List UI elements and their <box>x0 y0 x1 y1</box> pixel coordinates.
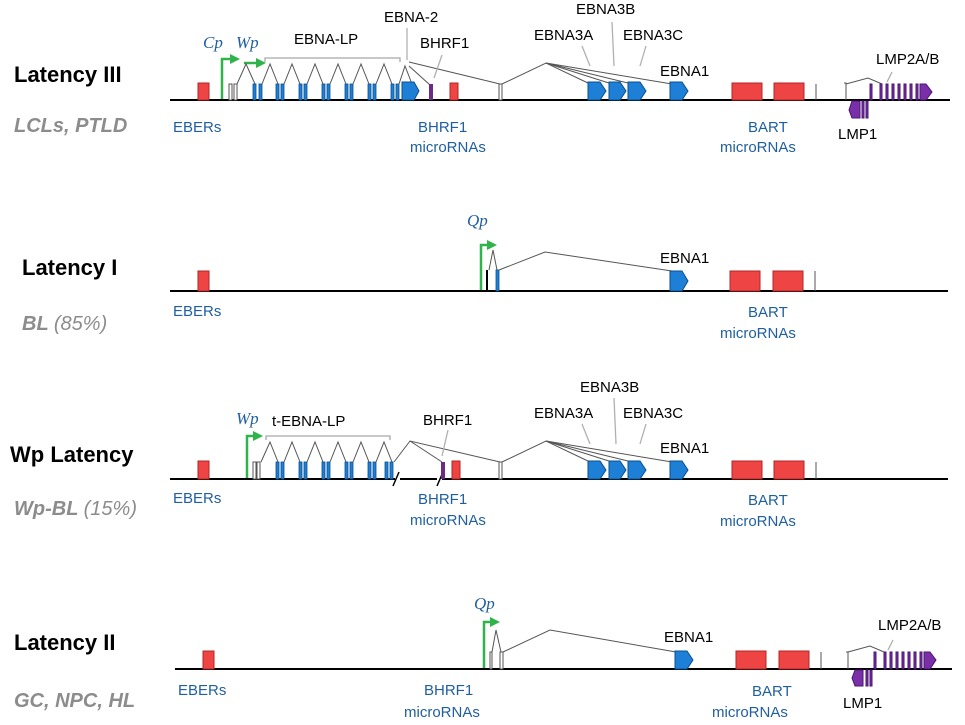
ebna2-label: EBNA-2 <box>384 9 438 26</box>
panel-title: Latency II <box>14 630 115 655</box>
cp-promoter-label: Cp <box>203 33 223 52</box>
lmp2-gene <box>923 651 937 670</box>
panel-latency-i: Latency I BL (85%) EBERs Qp EBNA1 BART m… <box>22 211 948 342</box>
exon <box>233 83 238 101</box>
ebna3a-label: EBNA3A <box>534 405 593 422</box>
ebers-gene <box>197 460 210 480</box>
ebna1-gene <box>669 460 689 480</box>
bart-label-1: BART <box>752 683 792 700</box>
bart-gene <box>731 82 763 101</box>
t-ebna-lp-label: t-EBNA-LP <box>272 413 345 430</box>
ebna3c-gene <box>627 460 647 480</box>
bart-label-2: microRNAs <box>720 325 796 342</box>
bart-gene <box>735 650 767 670</box>
lmp2-label: LMP2A/B <box>876 51 939 68</box>
ebna1-gene <box>674 650 694 670</box>
panel-subtitle: LCLs, PTLD <box>14 115 127 137</box>
ebna1-gene <box>669 81 689 101</box>
ebna1-label: EBNA1 <box>660 440 709 457</box>
bhrf1-mirna-label-1: BHRF1 <box>418 119 467 136</box>
bart-label-2: microRNAs <box>720 139 796 156</box>
ebna2-gene <box>401 81 420 101</box>
bart-label-2: microRNAs <box>720 513 796 530</box>
ebna3a-gene <box>587 460 607 480</box>
ebers-gene <box>197 82 210 101</box>
ebna3b-gene <box>608 81 627 101</box>
panel-latency-ii: Latency II GC, NPC, HL EBERs Qp EBNA1 BH… <box>14 594 952 721</box>
lmp1-gene <box>848 100 861 119</box>
lmp1-gene <box>851 669 864 687</box>
ebna1-label: EBNA1 <box>664 629 713 646</box>
panel-wp-latency: Wp Latency Wp-BL (15%) EBERs Wp <box>10 379 948 530</box>
bhrf1-label: BHRF1 <box>423 412 472 429</box>
ebna3c-gene <box>627 81 647 101</box>
panel-title: Latency III <box>14 62 122 87</box>
ebers-gene <box>202 650 215 670</box>
bart-gene <box>773 460 805 480</box>
ebna3c-label: EBNA3C <box>623 405 683 422</box>
bart-label-1: BART <box>748 304 788 321</box>
panel-subtitle: Wp-BL (15%) <box>14 498 137 520</box>
wp-promoter-label: Wp <box>236 33 259 52</box>
cp-promoter-arrow <box>220 54 240 99</box>
bhrf1-mirna-label-1: BHRF1 <box>418 491 467 508</box>
bhrf1-gene <box>441 462 445 479</box>
qp-promoter-arrow <box>482 617 500 668</box>
ebna-lp-label: EBNA-LP <box>294 31 358 48</box>
bart-gene <box>731 460 763 480</box>
bhrf1-mirna-label-2: microRNAs <box>410 512 486 529</box>
ebna-lp-bracket <box>264 57 401 62</box>
wp-promoter-label: Wp <box>236 409 259 428</box>
qp-promoter-arrow <box>479 240 497 290</box>
panel-title: Wp Latency <box>10 442 134 467</box>
ebers-label: EBERs <box>173 490 221 507</box>
qp-promoter-label: Qp <box>467 211 488 230</box>
panel-subtitle: BL (85%) <box>22 313 107 335</box>
ebna3b-label: EBNA3B <box>580 379 639 396</box>
ebers-label: EBERs <box>178 682 226 699</box>
bhrf1-mirna-label-1: BHRF1 <box>424 682 473 699</box>
wp-promoter-arrow <box>245 431 263 478</box>
exon <box>228 83 233 101</box>
bhrf1-mirna-label-2: microRNAs <box>404 704 480 721</box>
lmp2-gene <box>919 83 933 101</box>
ebna1-label: EBNA1 <box>660 250 709 267</box>
bhrf1-label: BHRF1 <box>420 35 469 52</box>
t-ebna-lp-bracket <box>265 435 391 440</box>
bart-gene <box>778 650 810 670</box>
ebna3a-label: EBNA3A <box>534 27 593 44</box>
ebna3b-label: EBNA3B <box>576 1 635 18</box>
bart-label-1: BART <box>748 119 788 136</box>
lmp1-label: LMP1 <box>838 126 877 143</box>
bhrf1-mirna-gene <box>451 460 461 480</box>
ebers-gene <box>197 270 210 292</box>
lmp1-label: LMP1 <box>843 695 882 712</box>
panel-latency-iii: Latency III LCLs, PTLD EBERs Cp Wp <box>14 1 950 156</box>
bart-label-2: microRNAs <box>712 704 788 721</box>
ebna-lp-repeats <box>236 62 400 101</box>
t-ebna-lp-repeats <box>260 440 394 480</box>
qp-promoter-label: Qp <box>474 594 495 613</box>
ebers-label: EBERs <box>173 303 221 320</box>
bhrf1-mirna-label-2: microRNAs <box>410 139 486 156</box>
bart-gene <box>729 270 761 292</box>
ebna3b-gene <box>608 460 627 480</box>
lmp2-label: LMP2A/B <box>878 617 941 634</box>
ebna3c-label: EBNA3C <box>623 27 683 44</box>
ebna1-label: EBNA1 <box>660 63 709 80</box>
panel-subtitle: GC, NPC, HL <box>14 690 135 712</box>
bart-label-1: BART <box>748 492 788 509</box>
bhrf1-gene <box>429 84 433 100</box>
ebna3a-gene <box>587 81 607 101</box>
ebers-label: EBERs <box>173 119 221 136</box>
bart-gene <box>772 270 804 292</box>
ebna1-gene <box>669 270 689 292</box>
bhrf1-mirna-gene <box>449 82 459 101</box>
panel-title: Latency I <box>22 255 117 280</box>
bart-gene <box>773 82 805 101</box>
